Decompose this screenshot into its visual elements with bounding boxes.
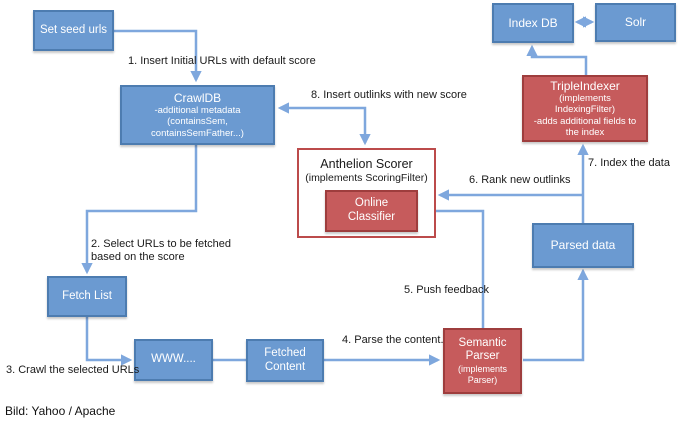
node-meta-line: (implements Parser)	[457, 363, 507, 385]
node-www: WWW....	[134, 339, 213, 381]
node-parsed-data: Parsed data	[532, 223, 634, 268]
node-meta-line: (implements IndexingFilter)	[554, 92, 616, 116]
node-label: Set seed urls	[39, 23, 108, 36]
node-meta-line: -additional metadata	[154, 104, 241, 116]
node-meta-line: (containsSem,	[167, 116, 228, 128]
node-title: CrawlDB	[173, 90, 222, 105]
scorer-title: Anthelion Scorer	[320, 157, 413, 171]
node-label: Parsed data	[550, 238, 616, 253]
node-semantic-parser: Semantic Parser (implements Parser)	[443, 328, 522, 394]
image-credit-caption: Bild: Yahoo / Apache	[5, 404, 116, 418]
node-label: Fetched Content	[264, 346, 306, 373]
node-solr: Solr	[595, 3, 676, 42]
step-label-5: 5. Push feedback	[404, 284, 490, 296]
node-online-classifier: Online Classifier	[325, 190, 418, 232]
node-label: Solr	[624, 15, 647, 30]
edge-scorer-crawldb	[277, 102, 371, 146]
step-label-6: 6. Rank new outlinks	[469, 174, 571, 186]
step-label-4: 4. Parse the content.	[342, 334, 444, 346]
step-label-1: 1. Insert Initial URLs with default scor…	[128, 55, 316, 67]
step-label-3: 3. Crawl the selected URLs	[6, 364, 140, 376]
step-label-8: 8. Insert outlinks with new score	[311, 89, 467, 101]
node-title: TripleIndexer	[550, 78, 620, 93]
edge-parser-to-parseddata	[523, 268, 589, 362]
node-triple-indexer: TripleIndexer (implements IndexingFilter…	[522, 75, 648, 142]
node-meta-line: -adds additional fields to the index	[533, 115, 637, 138]
node-label: Online Classifier	[347, 197, 396, 223]
node-label: Fetch List	[62, 289, 112, 302]
node-label: WWW....	[151, 353, 196, 366]
node-index-db: Index DB	[492, 3, 574, 43]
node-set-seed-urls: Set seed urls	[33, 10, 114, 51]
node-crawldb: CrawlDB -additional metadata (containsSe…	[120, 85, 275, 145]
edge-fetchlist-to-www	[85, 317, 133, 366]
scorer-subtitle: (implements ScoringFilter)	[305, 172, 428, 184]
node-title: Semantic Parser	[458, 336, 507, 363]
node-fetched-content: Fetched Content	[246, 339, 324, 382]
node-meta-line: containsSemFather...)	[151, 127, 244, 139]
edge-tripleindexer-to-indexdb	[526, 44, 588, 75]
step-label-7: 7. Index the data	[588, 157, 670, 169]
node-label: Index DB	[508, 15, 558, 30]
step-label-2: 2. Select URLs to be fetched based on th…	[91, 238, 232, 264]
node-fetch-list: Fetch List	[47, 276, 127, 317]
